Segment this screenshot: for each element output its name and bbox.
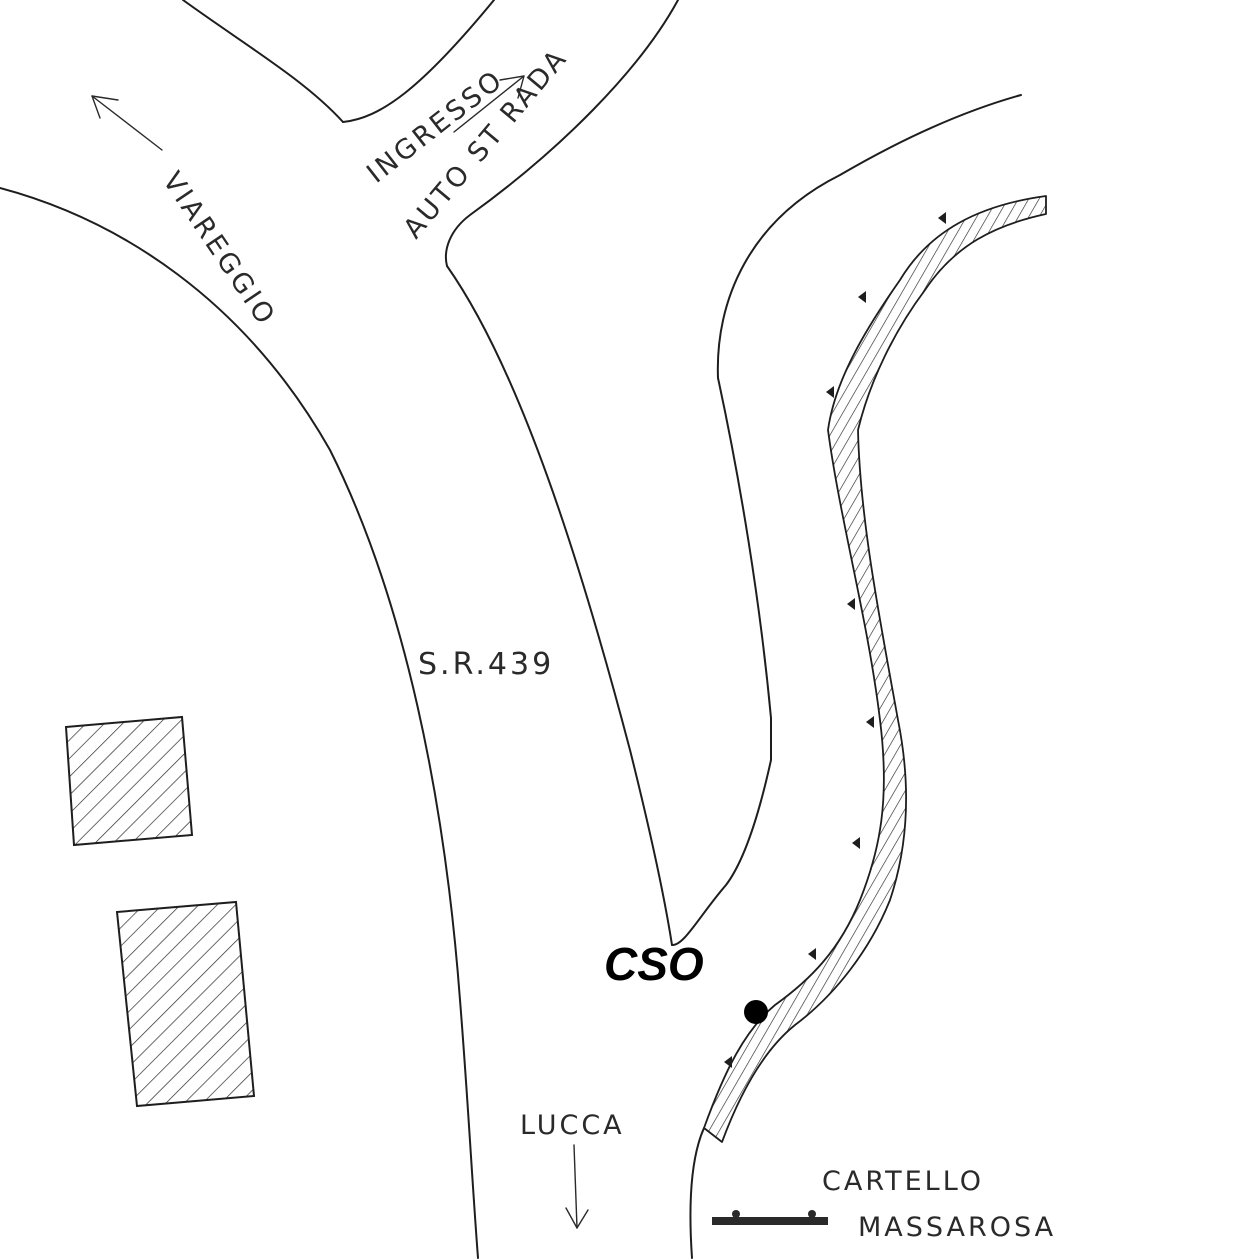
- arrow-up-right-icon: [453, 75, 525, 133]
- wall-marks: [724, 212, 946, 1068]
- label-cso: CSO: [604, 938, 704, 990]
- label-cartello: CARTELLO: [822, 1166, 984, 1197]
- building-north: [64, 715, 194, 847]
- label-massarosa: MASSAROSA: [858, 1212, 1056, 1243]
- building-south: [115, 900, 256, 1108]
- road-edge-island-west: [446, 265, 673, 946]
- filled-circle-icon: [744, 1000, 768, 1024]
- label-lucca: LUCCA: [520, 1110, 625, 1141]
- road-edge-island-south: [671, 717, 772, 946]
- road-edge-east-curve: [716, 94, 1022, 379]
- road-edge-north-west: [182, 0, 344, 123]
- road-sign-icon: [712, 1210, 828, 1225]
- label-road-number: S.R.439: [418, 647, 554, 682]
- road-edge-west: [0, 187, 479, 1259]
- arrow-up-left-icon: [91, 95, 163, 151]
- arrow-down-icon: [565, 1144, 589, 1229]
- road-edge-north-junction: [342, 0, 495, 123]
- road-edge-east-lower: [689, 1127, 705, 1259]
- road-edge-island-east: [717, 377, 772, 719]
- motorway-ramp-edge: [445, 0, 679, 267]
